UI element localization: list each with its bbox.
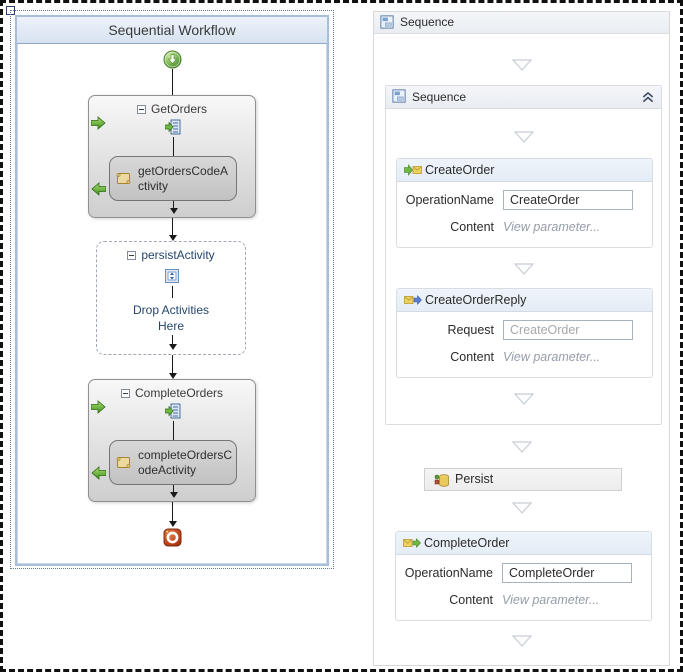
green-arrow-left-icon: [91, 182, 106, 196]
stop-icon: [163, 528, 182, 547]
persist-icon: [434, 474, 449, 487]
receive-icon: [404, 164, 422, 176]
collapse-minus-icon[interactable]: [120, 389, 130, 398]
persist-title: persistActivity: [141, 248, 215, 262]
green-arrow-right-icon: [91, 116, 106, 130]
outer-sequence-activity[interactable]: Sequence Sequence: [373, 11, 670, 666]
activity-get-orders[interactable]: GetOrders getOrdersCodeActivity: [88, 95, 256, 218]
content-label: Content: [450, 220, 494, 234]
operation-name-label: OperationName: [404, 566, 493, 580]
operation-name-label: OperationName: [405, 193, 494, 207]
sequential-workflow-canvas[interactable]: Sequential Workflow GetOrders: [15, 15, 329, 566]
persist-title: Persist: [455, 472, 494, 486]
connector-arrowhead: [169, 521, 177, 527]
complete-order-title: CompleteOrder: [424, 536, 510, 550]
receive-icon: [403, 538, 421, 548]
code-scroll-icon: [116, 457, 131, 468]
outer-sequence-title: Sequence: [400, 15, 455, 29]
outer-sequence-header[interactable]: Sequence: [374, 12, 669, 34]
green-arrow-left-icon: [91, 466, 106, 480]
get-orders-code-activity-label: getOrdersCodeActivity: [138, 163, 229, 193]
activity-persist[interactable]: persistActivity Drop Activities Here: [96, 241, 246, 355]
collapse-minus-icon[interactable]: [136, 105, 146, 114]
receive-activity-icon: [165, 403, 181, 419]
inner-sequence-header[interactable]: Sequence: [386, 86, 661, 109]
connector-arrowhead: [169, 373, 177, 379]
complete-orders-header: CompleteOrders: [89, 386, 255, 400]
activity-persist-wf4[interactable]: Persist: [424, 468, 622, 491]
start-icon: [163, 50, 182, 69]
drop-activities-hint: Drop Activities Here: [132, 303, 210, 333]
green-arrow-right-icon: [91, 400, 106, 414]
drop-target-triangle[interactable]: [512, 635, 532, 647]
sync-box-icon: [165, 269, 179, 283]
complete-orders-title: CompleteOrders: [134, 386, 224, 400]
complete-orders-code-activity[interactable]: completeOrdersCodeActivity: [109, 440, 237, 485]
connector-line: [172, 218, 173, 236]
drop-target-triangle[interactable]: [512, 59, 532, 71]
request-label: Request: [447, 323, 494, 337]
connector-line: [172, 502, 173, 522]
view-parameter-link[interactable]: View parameter...: [502, 593, 600, 607]
view-parameter-link[interactable]: View parameter...: [503, 220, 601, 234]
get-orders-code-activity[interactable]: getOrdersCodeActivity: [109, 156, 237, 201]
get-orders-title: GetOrders: [150, 102, 207, 116]
content-label: Content: [450, 350, 494, 364]
code-scroll-icon: [116, 173, 131, 184]
create-order-reply-title: CreateOrderReply: [425, 293, 527, 307]
drop-target-triangle[interactable]: [514, 131, 534, 143]
sequential-workflow-title: Sequential Workflow: [17, 17, 327, 44]
inner-sequence-activity[interactable]: Sequence CreateOrder: [385, 85, 662, 425]
drop-target-triangle[interactable]: [512, 441, 532, 453]
complete-order-header[interactable]: CompleteOrder: [396, 532, 651, 555]
operation-name-input[interactable]: [503, 190, 633, 210]
connector-line: [172, 355, 173, 374]
activity-create-order-reply[interactable]: CreateOrderReply Request Content View pa…: [396, 288, 653, 378]
create-order-title: CreateOrder: [425, 163, 495, 177]
connector-arrowhead: [169, 235, 177, 241]
drop-target-triangle[interactable]: [514, 393, 534, 405]
drop-target-triangle[interactable]: [514, 263, 534, 275]
activity-complete-orders[interactable]: CompleteOrders completeOrdersCodeActivit…: [88, 379, 256, 502]
request-input[interactable]: [503, 320, 633, 340]
complete-orders-code-activity-label: completeOrdersCodeActivity: [138, 447, 233, 477]
selection-rect: [10, 10, 334, 569]
activity-create-order[interactable]: CreateOrder OperationName Content View p…: [396, 158, 653, 248]
sequence-icon: [380, 15, 394, 29]
receive-activity-icon: [165, 119, 181, 135]
persist-header: persistActivity: [97, 248, 245, 262]
sequence-icon: [392, 89, 406, 103]
create-order-reply-header[interactable]: CreateOrderReply: [397, 289, 652, 312]
collapse-chevron-icon[interactable]: [641, 90, 655, 104]
collapse-minus-icon[interactable]: [127, 251, 137, 260]
inner-sequence-title: Sequence: [412, 90, 467, 104]
view-parameter-link[interactable]: View parameter...: [503, 350, 601, 364]
operation-name-input[interactable]: [502, 563, 632, 583]
send-reply-icon: [404, 295, 422, 305]
content-label: Content: [449, 593, 493, 607]
create-order-header[interactable]: CreateOrder: [397, 159, 652, 182]
activity-complete-order[interactable]: CompleteOrder OperationName Content View…: [395, 531, 652, 621]
drop-target-triangle[interactable]: [512, 502, 532, 514]
connector-line: [172, 69, 173, 95]
get-orders-header: GetOrders: [89, 102, 255, 116]
